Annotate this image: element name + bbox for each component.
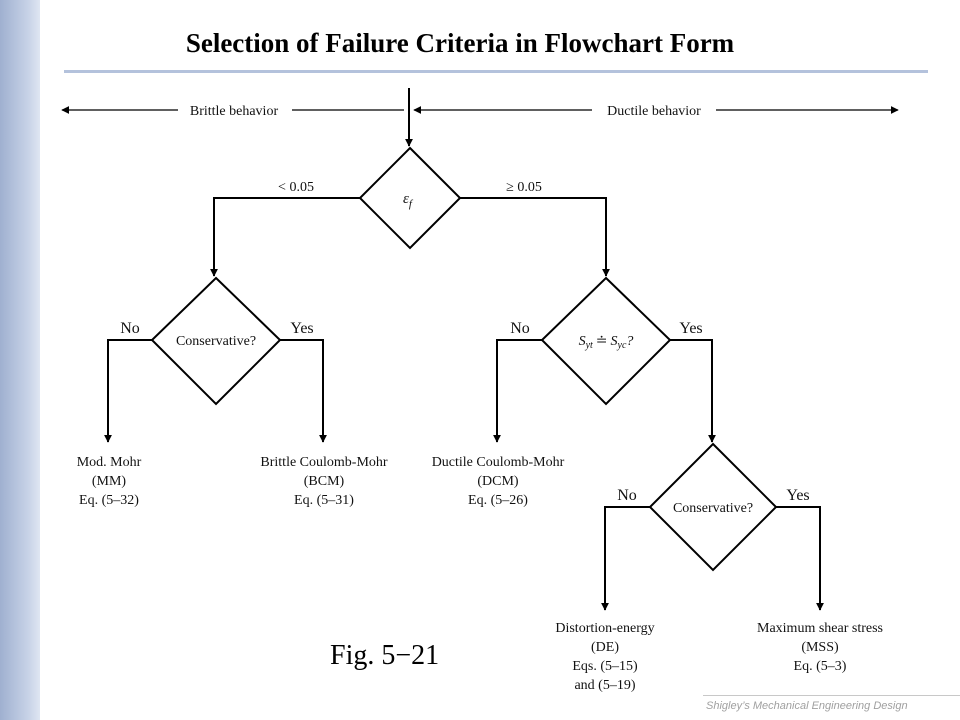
yield-no-connector: [493, 339, 542, 443]
syt-subscript: yt: [585, 340, 593, 351]
title-divider: [64, 70, 928, 73]
strain-to-brittle-connector: [210, 197, 360, 277]
outcome-de-line1: Distortion-energy: [555, 621, 654, 636]
yield-equality-label: Syt≐Syc?: [579, 334, 634, 351]
brittle-behavior-label: Brittle behavior: [190, 104, 279, 119]
outcome-de-line2: (DE): [591, 640, 619, 655]
brittle-no-label: No: [120, 320, 140, 337]
approx-equal-symbol: ≐: [596, 334, 608, 349]
syt-symbol: S: [579, 334, 586, 349]
ductile-no-connector: [601, 506, 650, 611]
brittle-no-connector: [104, 339, 152, 443]
footer-divider: [703, 695, 960, 696]
outcome-dcm-line2: (DCM): [477, 474, 519, 489]
footer-source: Shigley’s Mechanical Engineering Design: [706, 700, 908, 712]
strain-left-branch-label: < 0.05: [278, 180, 314, 195]
strain-to-ductile-connector: [460, 197, 610, 277]
slide-side-band: [0, 0, 40, 720]
outcome-dcm-line3: Eq. (5–26): [468, 493, 528, 508]
brittle-yes-connector: [280, 339, 327, 443]
syc-subscript: yc: [617, 340, 627, 351]
outcome-bcm-line2: (BCM): [304, 474, 345, 489]
outcome-mm-line2: (MM): [92, 474, 127, 489]
epsilon-subscript: f: [409, 198, 414, 210]
question-mark: ?: [626, 334, 633, 349]
epsilon-symbol: ε: [403, 191, 409, 207]
outcome-brittle-coulomb-mohr: Brittle Coulomb-Mohr (BCM) Eq. (5–31): [260, 455, 388, 508]
outcome-mod-mohr: Mod. Mohr (MM) Eq. (5–32): [77, 455, 142, 508]
strain-decision-diamond: [358, 146, 462, 250]
outcome-de-line4: and (5–19): [574, 678, 635, 693]
ductile-behavior-label: Ductile behavior: [607, 104, 701, 119]
outcome-ductile-coulomb-mohr: Ductile Coulomb-Mohr (DCM) Eq. (5–26): [432, 455, 565, 508]
brittle-conservative-label: Conservative?: [176, 334, 256, 349]
yield-yes-connector: [670, 339, 716, 443]
brittle-conservative-diamond: [150, 276, 282, 406]
outcome-bcm-line1: Brittle Coulomb-Mohr: [260, 455, 388, 470]
strain-right-branch-label: ≥ 0.05: [506, 180, 542, 195]
outcome-mm-line3: Eq. (5–32): [79, 493, 139, 508]
outcome-maximum-shear-stress: Maximum shear stress (MSS) Eq. (5–3): [757, 621, 883, 674]
yield-equality-diamond: [540, 276, 672, 406]
outcome-distortion-energy: Distortion-energy (DE) Eqs. (5–15) and (…: [555, 621, 654, 693]
outcome-dcm-line1: Ductile Coulomb-Mohr: [432, 455, 565, 470]
slide-title: Selection of Failure Criteria in Flowcha…: [185, 28, 735, 58]
yield-yes-label: Yes: [679, 320, 702, 337]
yield-no-label: No: [510, 320, 530, 337]
figure-label: Fig. 5−21: [330, 640, 440, 671]
outcome-mss-line2: (MSS): [801, 640, 839, 655]
outcome-mm-line1: Mod. Mohr: [77, 455, 142, 470]
outcome-bcm-line3: Eq. (5–31): [294, 493, 354, 508]
ductile-conservative-label: Conservative?: [673, 501, 753, 516]
outcome-mss-line1: Maximum shear stress: [757, 621, 883, 636]
brittle-yes-label: Yes: [290, 320, 313, 337]
ductile-no-label: No: [617, 487, 637, 504]
strain-decision-symbol: εf: [403, 191, 414, 210]
syc-symbol: S: [611, 334, 618, 349]
ductile-conservative-diamond: [648, 442, 778, 572]
outcome-de-line3: Eqs. (5–15): [572, 659, 638, 674]
ductile-yes-label: Yes: [786, 487, 809, 504]
ductile-yes-connector: [776, 506, 824, 611]
outcome-mss-line3: Eq. (5–3): [794, 659, 847, 674]
